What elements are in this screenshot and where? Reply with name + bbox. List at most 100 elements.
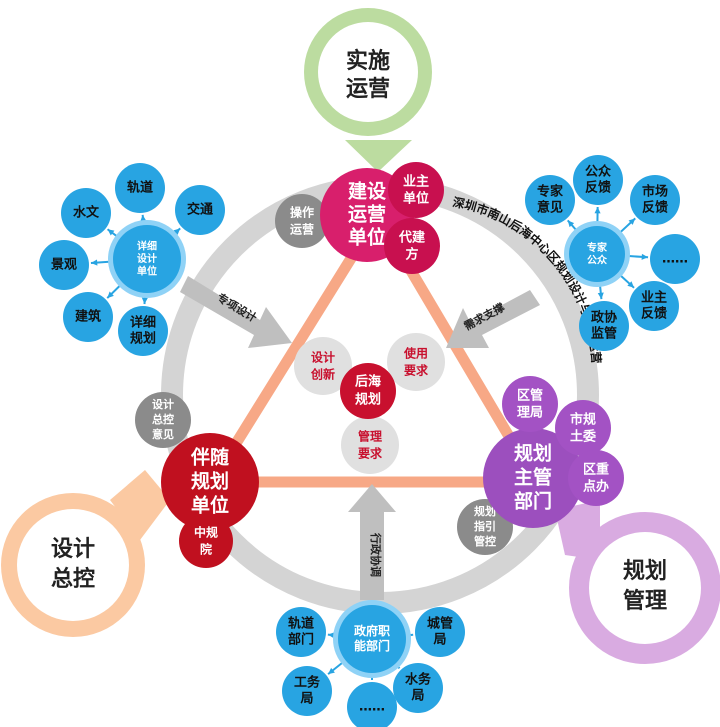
- center-l1: 后海: [355, 374, 381, 390]
- experts-node-consultative-circle: [579, 301, 629, 351]
- dc-l2: 总控: [152, 412, 174, 426]
- detail-node-landscape-line-1: 景观: [51, 258, 77, 273]
- usage-requirement-node: 使用 要求: [387, 333, 445, 391]
- arrow-admin-coordination: 行政协调: [348, 484, 396, 600]
- experts-owner-feedback-arrowhead: [627, 281, 635, 288]
- government-node-industry-commerce-circle: [282, 666, 332, 716]
- district-key-l1: 区重: [583, 462, 609, 478]
- design-control-node: 设计 总控: [1, 470, 170, 637]
- detail-hub-circle: [113, 225, 181, 293]
- owner-l1: 业主: [403, 174, 429, 190]
- district-bureau-node: 区管 理局: [502, 376, 558, 432]
- experts-node-more-circle: [650, 234, 700, 284]
- experts-more-arrowhead: [641, 253, 649, 260]
- planning-authority-department: 规划 主管 部门: [483, 428, 583, 528]
- government-node-more-circle: [347, 682, 397, 727]
- government-node-industry-commerce-line-2: 局: [300, 692, 313, 707]
- experts-public-feedback-arrowhead: [594, 206, 601, 214]
- detail-node-detailed-plan-line-2: 规划: [130, 331, 156, 347]
- detail-node-rail-line-1: 轨道: [127, 180, 153, 196]
- detail-rail-arrowhead: [140, 214, 147, 222]
- government-node-water-affairs-line-2: 局: [411, 689, 424, 704]
- detail-node-architecture-line-1: 建筑: [75, 309, 101, 325]
- agent-l1: 代建: [398, 230, 425, 246]
- op-l2: 运营: [290, 222, 314, 237]
- experts-node-public-feedback-line-1: 公众: [585, 163, 611, 179]
- government-departments-cluster: 政府职能部门轨道部门城管局工务局水务局……: [276, 600, 465, 727]
- government-node-rail-dept-line-2: 部门: [288, 632, 314, 648]
- experts-node-owner-feedback-circle: [629, 281, 679, 331]
- detail-node-hydro-circle: [61, 188, 111, 238]
- zhonggui-institute-node: 中规 院: [179, 514, 233, 568]
- experts-market-feedback-arrowhead: [628, 218, 636, 225]
- accompany-l1: 伴随: [190, 446, 229, 469]
- detail-node-landscape-circle: [39, 240, 89, 290]
- government-node-industry-commerce: 工务局: [282, 666, 332, 716]
- detail-traffic-arrowhead: [173, 228, 181, 235]
- arrow-admin-coord-label: 行政协调: [369, 532, 383, 577]
- detail-architecture-arrowhead: [107, 291, 114, 299]
- construct-l2: 运营: [348, 203, 386, 226]
- design-innovation-node: 设计 创新: [294, 337, 352, 395]
- authority-l2: 主管: [514, 466, 552, 489]
- detail-node-rail-circle: [115, 163, 165, 213]
- district-key-l2: 点办: [583, 479, 609, 495]
- guide-l3: 管控: [474, 534, 496, 548]
- accompanying-planning-unit: 伴随 规划 单位: [161, 433, 259, 531]
- mgmt-req-l2: 要求: [358, 446, 383, 461]
- detail-landscape-arrowhead: [90, 259, 98, 266]
- management-requirement-node: 管理 要求: [341, 416, 399, 474]
- planning-line-2: 管理: [623, 588, 667, 614]
- zhonggui-l2: 院: [200, 542, 212, 557]
- authority-l3: 部门: [514, 490, 552, 513]
- detail-node-hydro-line-1: 水文: [73, 205, 100, 221]
- mgmt-req-l1: 管理: [358, 429, 382, 444]
- government-node-more-line-1: ……: [359, 700, 385, 715]
- experts-node-market-feedback-circle: [630, 175, 680, 225]
- experts-node-expert-opinion-line-2: 意见: [537, 200, 563, 216]
- government-node-urban-mgmt: 城管局: [415, 607, 465, 657]
- operation-interface-node: 操作 运营: [275, 194, 329, 248]
- experts-node-expert-opinion-line-1: 专家: [537, 183, 564, 199]
- experts-node-owner-feedback-line-2: 反馈: [641, 306, 667, 322]
- detail-node-traffic: 交通: [175, 185, 225, 235]
- government-node-rail-dept-line-1: 轨道: [288, 615, 314, 631]
- government-industry-commerce-arrowhead: [328, 667, 335, 675]
- center-l2: 规划: [355, 392, 381, 408]
- experts-node-public-feedback-line-2: 反馈: [585, 180, 611, 196]
- experts-node-market-feedback-line-1: 市场: [642, 183, 668, 199]
- detail-node-landscape: 景观: [39, 240, 89, 290]
- implement-line-2: 运营: [346, 77, 390, 102]
- authority-l1: 规划: [514, 442, 552, 465]
- experts-node-expert-opinion-circle: [525, 175, 575, 225]
- experts-hub-circle: [569, 226, 625, 282]
- detail-node-architecture-circle: [63, 292, 113, 342]
- accompany-l3: 单位: [191, 494, 229, 517]
- agent-construction-node: 代建 方: [384, 218, 440, 274]
- experts-node-market-feedback-line-2: 反馈: [642, 200, 668, 216]
- detail-node-traffic-circle: [175, 185, 225, 235]
- detail-node-detailed-plan-circle: [118, 306, 168, 356]
- detail-node-traffic-line-1: 交通: [187, 202, 213, 218]
- design-control-opinion-node: 设计 总控 意见: [135, 392, 191, 448]
- experts-node-more-line-1: ……: [662, 252, 688, 267]
- experts-hub-line-2: 公众: [587, 253, 608, 266]
- implement-line-1: 实施: [346, 48, 390, 74]
- experts-node-consultative-line-2: 监管: [591, 326, 617, 342]
- design-innovation-l2: 创新: [310, 367, 335, 382]
- government-node-water-affairs: 水务局: [393, 663, 443, 713]
- experts-node-more: ……: [650, 234, 700, 284]
- owner-unit-node: 业主 单位: [388, 162, 444, 218]
- detail-node-detailed-plan-line-1: 详细: [130, 314, 156, 330]
